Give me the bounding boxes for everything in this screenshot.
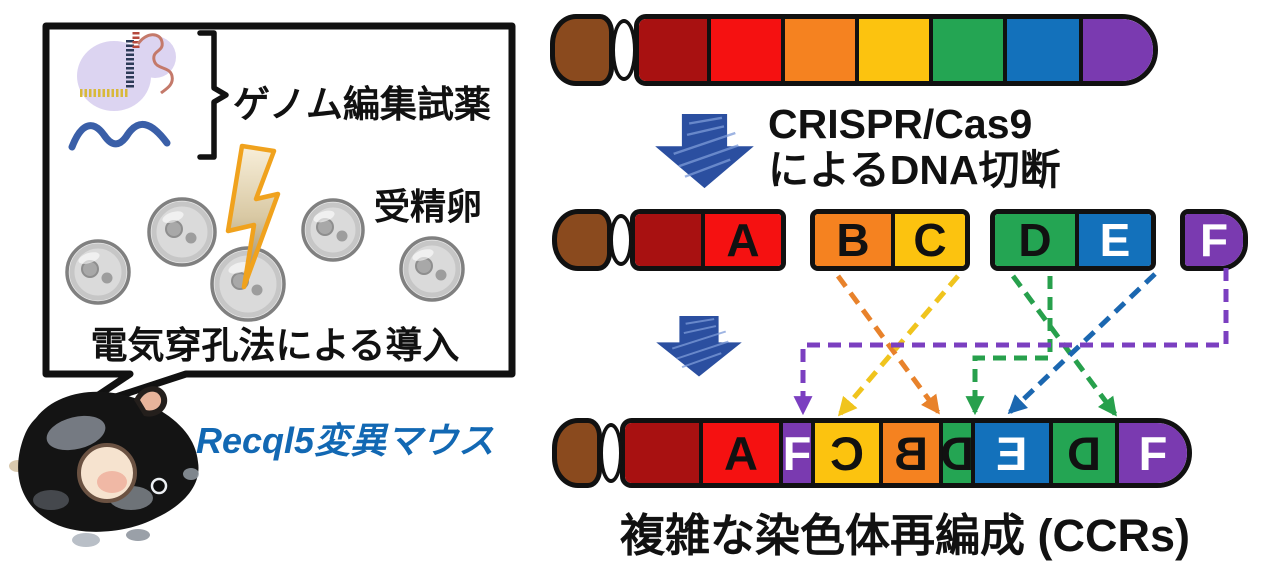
centromere <box>609 214 633 266</box>
chromosome-segment-purple-F: F <box>779 423 811 483</box>
mouse-suffix: 変異マウス <box>314 420 495 461</box>
chromosome-segment-green-D: D <box>939 423 974 483</box>
chromosome-segment-darkred <box>639 19 707 81</box>
segment-letter: D <box>1018 214 1052 266</box>
gene-name: Recql5 <box>196 420 315 461</box>
chromosome-segment-blue-E: E <box>971 423 1049 483</box>
segment-letter: B <box>836 214 870 266</box>
chromosome-end-segment <box>552 418 602 488</box>
chromosome-arm: A <box>630 209 786 271</box>
chromosome-segment-purple-F: F <box>1185 214 1243 266</box>
segment-letter: B <box>894 426 928 480</box>
fertilized-egg-icon <box>65 239 131 305</box>
chromosome-arm: F <box>1180 209 1248 271</box>
genome-editing-reagents-label: ゲノム編集試薬 <box>233 84 491 125</box>
segment-letter: D <box>940 426 974 480</box>
fertilized-egg-icon <box>399 236 465 302</box>
reagents-bracket-icon <box>197 30 229 160</box>
chromosome-segment-orange-B: B <box>879 423 939 483</box>
segment-letter: C <box>913 214 947 266</box>
chromosome-segment-yellow-C: C <box>811 423 879 483</box>
fertilized-egg-icon <box>147 197 217 267</box>
segment-letter: A <box>726 214 760 266</box>
chromosome-segment-purple-F: F <box>1115 423 1187 483</box>
segment-letter: D <box>1067 426 1101 480</box>
fertilized-egg-label: 受精卵 <box>374 186 483 227</box>
centromere <box>611 19 637 81</box>
translocation-arrows <box>793 268 1229 417</box>
translocation-arrow-segment-e-move <box>1007 272 1157 415</box>
crispr-cut-line2: によるDNA切断 <box>768 147 1061 193</box>
recql5-mouse-label: Recql5変異マウス <box>196 412 494 464</box>
crispr-cut-label: CRISPR/Cas9 によるDNA切断 <box>768 101 1061 193</box>
chromosome-end-segment <box>550 14 614 86</box>
chromosome-arm <box>634 14 1158 86</box>
speech-bubble <box>42 22 516 414</box>
segment-letter: E <box>1099 214 1131 266</box>
chromosome-segment-darkred <box>625 423 699 483</box>
chromosome-segment-green-D: D <box>995 214 1075 266</box>
translocation-arrow-segment-f-move <box>793 268 1229 416</box>
electroporation-lightning-icon <box>225 143 281 290</box>
ssdna-wave-icon <box>68 121 171 151</box>
black-mouse-icon <box>9 386 199 547</box>
crispr-cut-line1: CRISPR/Cas9 <box>768 101 1033 147</box>
intact-chromosome <box>550 14 1158 86</box>
segment-letter: F <box>782 426 812 480</box>
cas9-ribonucleoprotein-icon <box>77 32 176 111</box>
electroporation-method-label: 電気穿孔法による導入 <box>90 325 460 366</box>
down-arrow-icon <box>653 114 756 190</box>
centromere <box>599 423 623 483</box>
segment-letter: A <box>724 426 758 480</box>
chromosome-segment-purple <box>1079 19 1153 81</box>
segment-letter: E <box>996 426 1028 480</box>
segment-letter: F <box>1199 214 1229 266</box>
chromosome-segment-orange-B: B <box>815 214 891 266</box>
chromosome-segment-darkred <box>635 214 701 266</box>
translocation-arrow-segment-b-move <box>835 274 941 415</box>
ccr-caption: 複雑な染色体再編成 (CCRs) <box>620 510 1190 561</box>
segment-letter: F <box>1138 426 1168 480</box>
fertilized-egg-icon <box>301 198 365 262</box>
chromosome-segment-blue-E: E <box>1075 214 1151 266</box>
chromosome-segment-yellow <box>855 19 929 81</box>
chromosome-segment-red <box>707 19 781 81</box>
chromosome-segment-green <box>929 19 1003 81</box>
segment-letter: C <box>830 426 864 480</box>
chromosome-segment-blue <box>1003 19 1079 81</box>
chromosome-segment-green-D: D <box>1049 423 1115 483</box>
chromosome-segment-yellow-C: C <box>891 214 965 266</box>
chromosome-segment-red-A: A <box>699 423 779 483</box>
chromosome-segment-orange <box>781 19 855 81</box>
chromosome-segment-red-A: A <box>701 214 781 266</box>
fertilized-eggs-icon <box>65 197 465 322</box>
